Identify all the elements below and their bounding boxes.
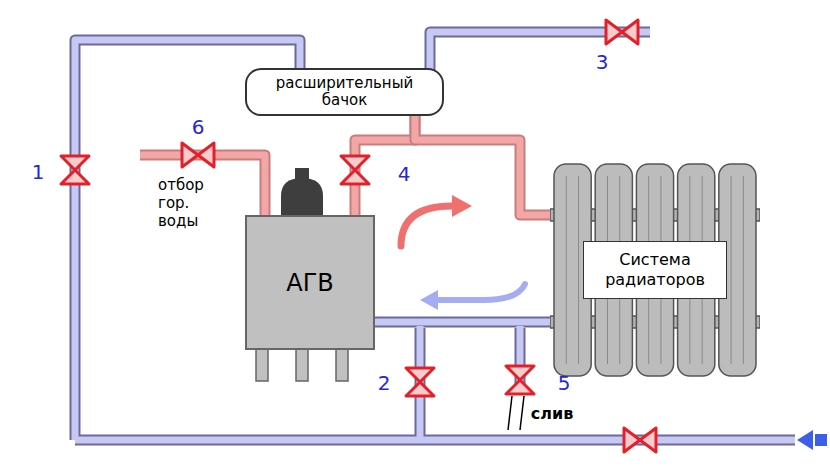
callout-number: 3 (596, 52, 609, 72)
valve-symbol (406, 368, 434, 396)
pipe-outlines (75, 32, 795, 440)
pipe-outline (355, 113, 415, 218)
valve-symbol (624, 428, 656, 452)
chimney-hood (281, 178, 323, 218)
chimney-cap (295, 168, 309, 180)
tank-label: расширительный бачок (247, 75, 442, 110)
callout-number: 2 (378, 373, 391, 393)
inflow-arrow-head (797, 430, 813, 450)
radiator-rib (578, 176, 579, 364)
heater-leg (336, 345, 348, 381)
heater-label: АГВ (286, 269, 334, 297)
pipe-fills (75, 32, 795, 440)
radiator-system: Система радиаторов (550, 160, 760, 380)
hot-water-note: отбор гор. воды (158, 176, 222, 230)
radiator-rib (743, 176, 744, 364)
hot-flow-arrow (401, 206, 452, 246)
drain-label: слив (531, 404, 574, 423)
water-heater-box: АГВ (245, 215, 375, 350)
valve-symbol (61, 156, 89, 184)
pipe-connector (355, 113, 415, 218)
callout-number: 5 (558, 373, 571, 393)
pipe-fill (372, 319, 553, 326)
heater-leg (296, 345, 308, 381)
callout-number: 6 (192, 117, 205, 137)
overflow-pipe (430, 32, 650, 72)
callout-number: 1 (32, 162, 45, 182)
pipe-connector (372, 322, 553, 323)
radiator-rib (731, 176, 732, 364)
main-pipe (75, 437, 795, 444)
overflow-pipe (430, 32, 650, 72)
callout-number: 4 (398, 164, 411, 184)
valve-symbol (182, 143, 214, 167)
pipe-fill (415, 113, 553, 215)
valves (61, 20, 656, 452)
main-pipe (75, 435, 795, 446)
radiator-label: Система радиаторов (583, 241, 727, 299)
valve-symbol (341, 156, 369, 184)
valve-symbol (506, 366, 534, 394)
drain-line (508, 396, 512, 430)
drain-line (520, 396, 524, 430)
valve-symbol (606, 20, 638, 44)
drain-lines (508, 396, 524, 430)
return-flow-head (420, 290, 438, 310)
heater-leg (256, 345, 268, 381)
inflow-arrow-tail (815, 434, 827, 446)
pipe-outline (372, 317, 553, 328)
return-flow-arrow (436, 284, 525, 300)
radiator-rib (566, 176, 567, 364)
pipe-outline (415, 113, 553, 215)
hot-flow-head (452, 195, 472, 217)
pipe-fill (355, 113, 415, 218)
expansion-tank: расширительный бачок (245, 68, 444, 116)
pipe-connector (415, 113, 553, 215)
